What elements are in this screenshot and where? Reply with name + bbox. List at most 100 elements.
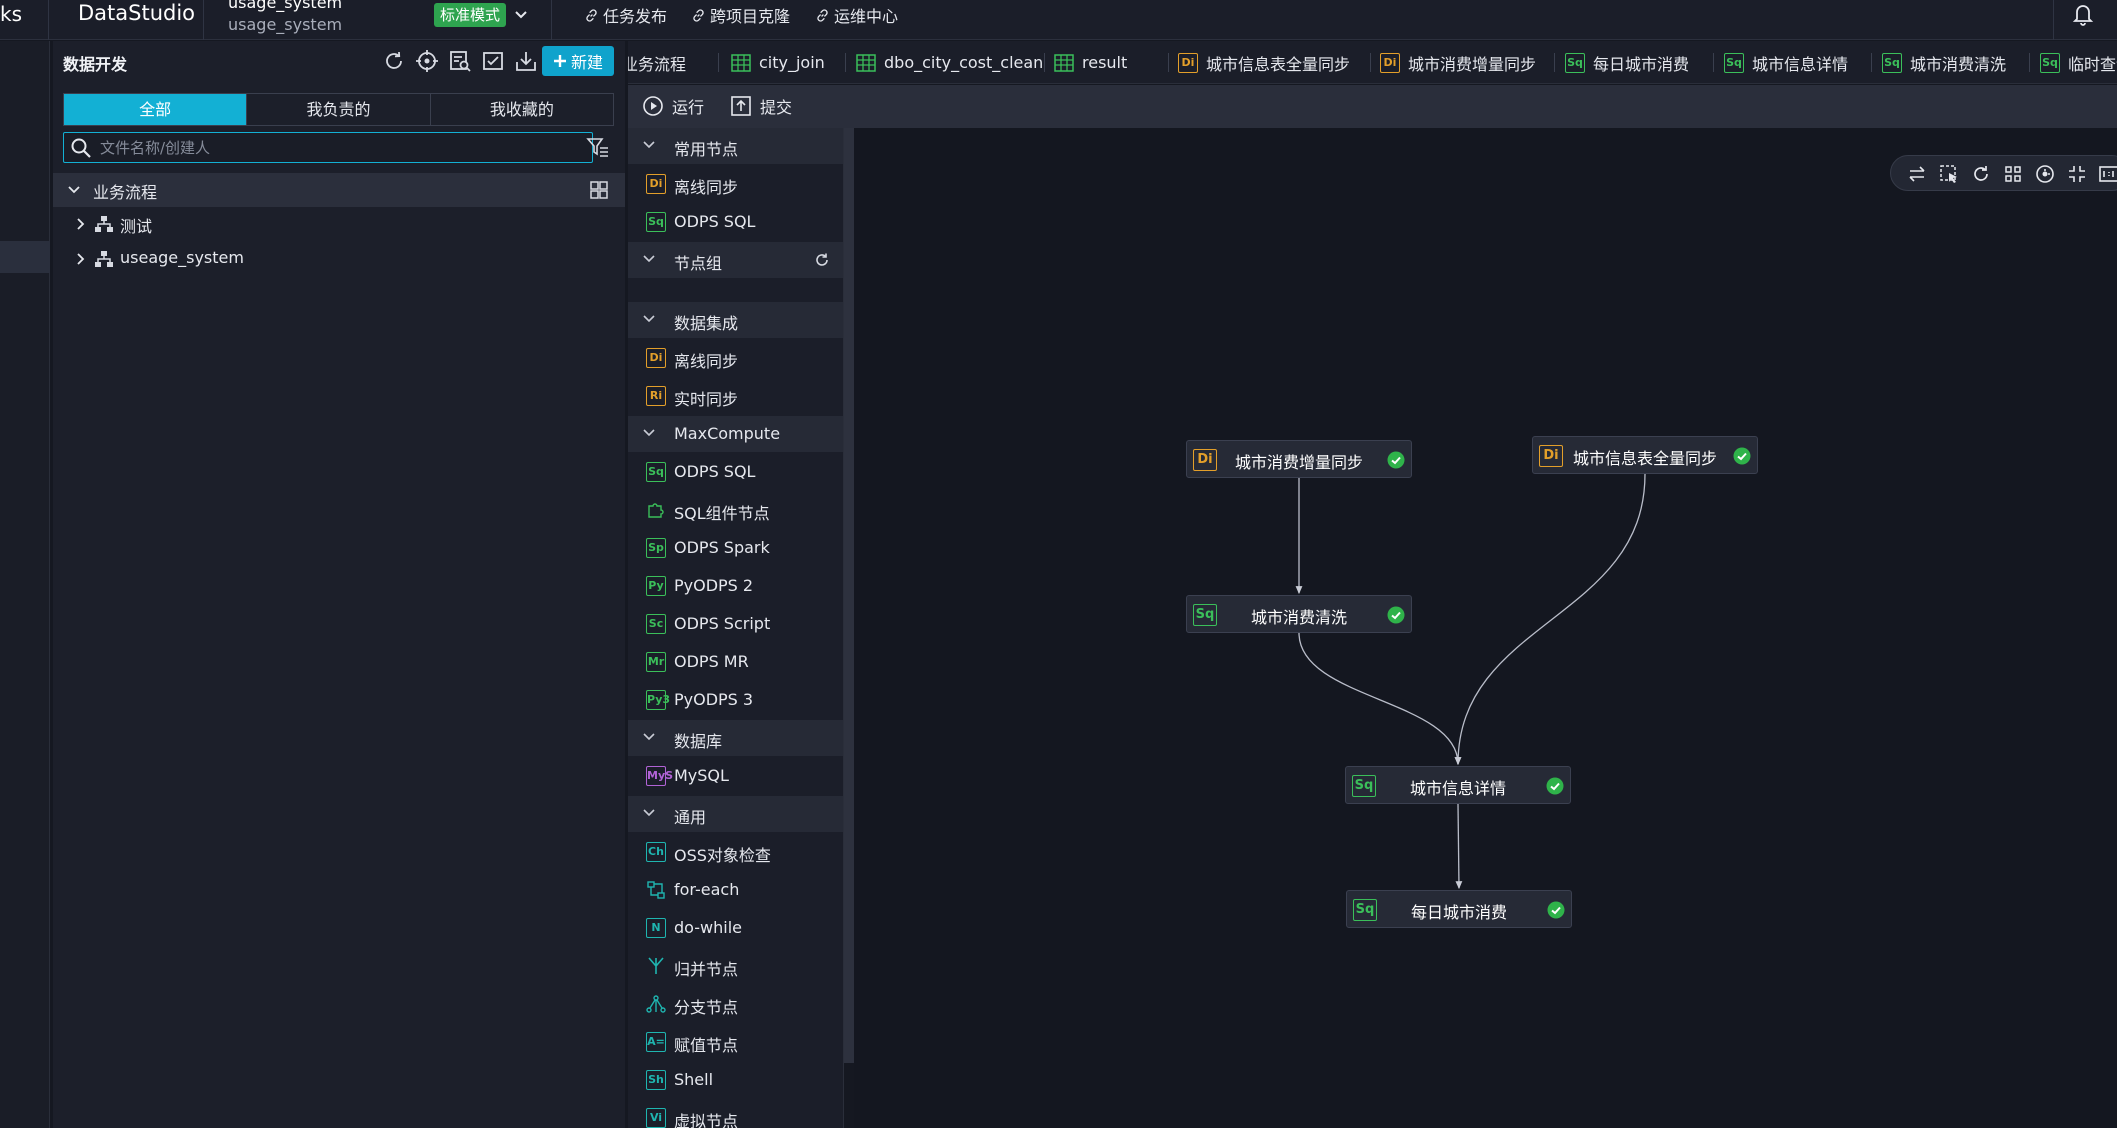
layout-icon[interactable] xyxy=(2003,164,2023,184)
palette-node-sql[interactable]: SQL组件节点 xyxy=(628,492,843,528)
filter-all[interactable]: 全部 xyxy=(64,94,248,125)
tab-city-cost-clean[interactable]: Sq 城市消费清洗 xyxy=(1882,41,2006,83)
grid-view-icon[interactable] xyxy=(590,181,608,199)
palette-node-label: PyODPS 3 xyxy=(674,690,754,709)
palette-node-item-5-3[interactable]: 归并节点 xyxy=(628,948,843,984)
tab-business-flow[interactable]: 业务流程 xyxy=(628,41,687,83)
actual-size-icon[interactable] xyxy=(2099,164,2117,184)
palette-group-header[interactable]: 节点组 xyxy=(628,242,843,278)
palette-node-label: SQL组件节点 xyxy=(674,504,770,523)
tree-root-business-flow[interactable]: 业务流程 xyxy=(53,173,625,207)
tab-temp-query[interactable]: Sq 临时查询 xyxy=(2040,41,2117,83)
palette-node-label: 离线同步 xyxy=(674,178,739,197)
palette-scrollbar[interactable] xyxy=(844,128,854,1063)
node-type-icon: Sq xyxy=(646,462,666,482)
palette-node-for-each[interactable]: for-each xyxy=(628,872,843,908)
code-search-icon[interactable] xyxy=(447,48,473,74)
tab-city-info-full-sync[interactable]: Di 城市信息表全量同步 xyxy=(1178,41,1350,83)
locate-icon[interactable] xyxy=(414,48,440,74)
palette-group-header[interactable]: 通用 xyxy=(628,796,843,832)
palette-group-header[interactable]: 数据集成 xyxy=(628,302,843,338)
left-nav-rail xyxy=(0,41,50,1128)
tree-item-test[interactable]: 测试 xyxy=(53,207,625,241)
tree-item-useage-system[interactable]: useage_system xyxy=(53,242,625,276)
filter-icon[interactable] xyxy=(586,135,610,159)
success-check-icon xyxy=(1547,901,1565,919)
filter-mine[interactable]: 我负责的 xyxy=(247,94,431,125)
export-icon[interactable] xyxy=(513,48,539,74)
tree-item-label: 测试 xyxy=(120,217,153,236)
new-button[interactable]: 新建 xyxy=(542,46,614,76)
ops-center-link[interactable]: 运维中心 xyxy=(815,4,898,26)
swap-icon[interactable] xyxy=(1907,164,1927,184)
clone-link[interactable]: 跨项目克隆 xyxy=(691,4,790,26)
palette-node-item-5-5[interactable]: A=赋值节点 xyxy=(628,1024,843,1060)
rail-item-active[interactable] xyxy=(0,241,50,273)
success-check-icon xyxy=(1387,606,1405,624)
sql-icon: Sq xyxy=(2040,52,2060,73)
refresh-icon[interactable] xyxy=(381,48,407,74)
palette-group-header[interactable]: 数据库 xyxy=(628,720,843,756)
node-type-icon: Py3 xyxy=(646,690,670,710)
tab-dbo-city-cost-clean[interactable]: dbo_city_cost_clean xyxy=(856,41,1043,83)
import-icon[interactable] xyxy=(480,48,506,74)
node-type-icon: Py xyxy=(646,576,666,596)
product-name[interactable]: DataStudio xyxy=(78,1,196,25)
palette-node-label: 归并节点 xyxy=(674,960,739,979)
palette-node-label: ODPS Spark xyxy=(674,538,770,557)
center-icon[interactable] xyxy=(2035,164,2055,184)
submit-button[interactable]: 提交 xyxy=(730,94,792,118)
chevron-down-icon xyxy=(642,138,656,152)
bell-icon[interactable] xyxy=(2072,2,2094,26)
palette-node-label: do-while xyxy=(674,918,742,937)
palette-group-header[interactable]: 常用节点 xyxy=(628,128,843,164)
workspace-name[interactable]: usage_system xyxy=(228,0,343,12)
filter-favorites[interactable]: 我收藏的 xyxy=(489,100,554,119)
refresh-icon[interactable] xyxy=(1971,164,1991,184)
tab-label: 业务流程 xyxy=(628,54,687,74)
node-type-icon: Ch xyxy=(646,842,666,862)
tab-divider xyxy=(1871,53,1872,72)
edge-n4-n5 xyxy=(1455,803,1463,890)
workflow-canvas[interactable] xyxy=(854,128,2117,1128)
submit-label: 提交 xyxy=(760,98,793,117)
box-select-icon[interactable] xyxy=(1939,164,1959,184)
node-type-icon: Sq xyxy=(1352,775,1376,797)
chevron-down-icon[interactable] xyxy=(512,5,530,23)
tab-result[interactable]: result xyxy=(1054,41,1127,83)
publish-link[interactable]: 任务发布 xyxy=(584,4,667,26)
search-input[interactable] xyxy=(100,135,580,160)
chevron-down-icon xyxy=(67,183,81,197)
fit-icon[interactable] xyxy=(2067,164,2087,184)
tab-city-join[interactable]: city_join xyxy=(731,41,825,83)
tab-city-cost-incr-sync[interactable]: Di 城市消费增量同步 xyxy=(1380,41,1536,83)
palette-node-item-5-4[interactable]: 分支节点 xyxy=(628,986,843,1022)
refresh-icon[interactable] xyxy=(814,252,830,268)
tab-divider xyxy=(1168,53,1169,72)
tab-city-info-detail[interactable]: Sq 城市信息详情 xyxy=(1724,41,1848,83)
tab-daily-city-cost[interactable]: Sq 每日城市消费 xyxy=(1565,41,1689,83)
palette-group-header[interactable]: MaxCompute xyxy=(628,416,843,452)
chevron-down-icon xyxy=(642,312,656,326)
run-button[interactable]: 运行 xyxy=(642,94,704,118)
